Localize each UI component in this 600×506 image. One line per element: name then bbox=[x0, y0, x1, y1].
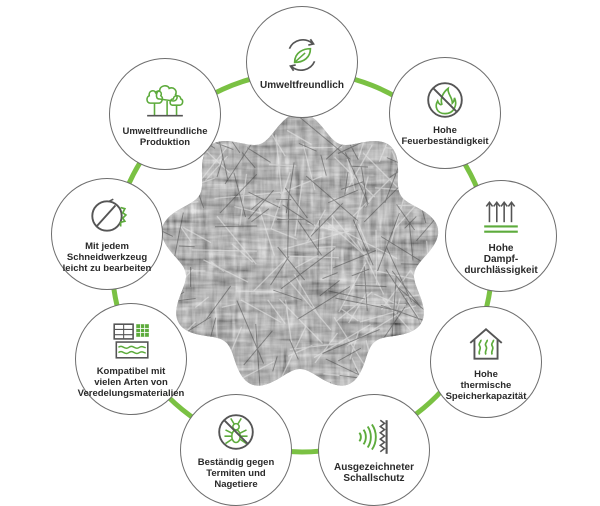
feature-eco-friendly: Umweltfreundlich bbox=[246, 6, 358, 118]
feature-label: Umweltfreundliche Produktion bbox=[122, 126, 208, 148]
feature-label: Hohe Dampf- durchlässigkeit bbox=[464, 242, 538, 276]
saw-blade-icon bbox=[91, 197, 128, 232]
trees-icon bbox=[146, 85, 184, 117]
feature-label: Hohe thermische Speicherkapazität bbox=[445, 368, 527, 402]
feature-vapor-permeability: Hohe Dampf- durchlässigkeit bbox=[445, 180, 557, 292]
recycle-leaf-icon bbox=[288, 38, 316, 71]
vapor-arrows-icon bbox=[484, 200, 518, 233]
no-fire-icon bbox=[427, 82, 463, 118]
feature-label: Beständig gegen Termiten und Nagetiere bbox=[197, 456, 275, 490]
feature-fire-resistance: Hohe Feuerbeständigkeit bbox=[389, 57, 501, 169]
feature-thermal-storage: Hohe thermische Speicherkapazität bbox=[430, 306, 542, 418]
feature-termite-resistance: Beständig gegen Termiten und Nagetiere bbox=[180, 394, 292, 506]
feature-label: Mit jedem Schneidwerkzeug leicht zu bear… bbox=[62, 240, 152, 274]
sound-wave-icon bbox=[358, 419, 388, 454]
no-insect-icon bbox=[218, 413, 254, 450]
feature-eco-production: Umweltfreundliche Produktion bbox=[109, 58, 221, 170]
finishing-materials-icon bbox=[113, 322, 149, 359]
feature-easy-cutting: Mit jedem Schneidwerkzeug leicht zu bear… bbox=[51, 178, 163, 290]
feature-label: Hohe Feuerbeständigkeit bbox=[401, 125, 489, 147]
feature-label: Ausgezeichneter Schallschutz bbox=[333, 462, 415, 484]
feature-finishing-compatibility: Kompatibel mit vielen Arten von Veredelu… bbox=[75, 303, 187, 415]
feature-sound-insulation: Ausgezeichneter Schallschutz bbox=[318, 394, 430, 506]
feature-label: Kompatibel mit vielen Arten von Veredelu… bbox=[77, 365, 185, 399]
feature-label: Umweltfreundlich bbox=[260, 79, 344, 91]
house-heat-icon bbox=[469, 327, 503, 360]
